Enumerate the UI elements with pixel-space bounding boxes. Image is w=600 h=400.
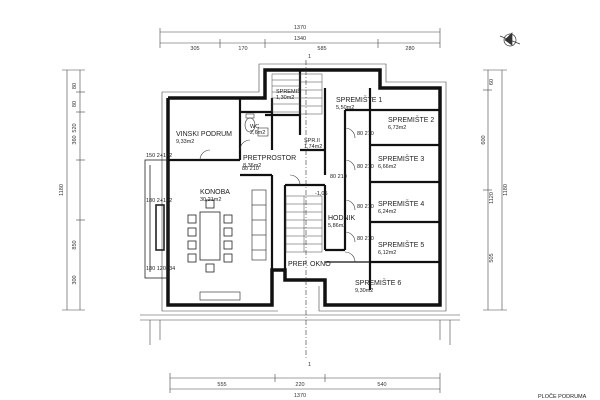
dim-left-seg-1: 80: [72, 83, 78, 89]
staircase: [271, 73, 323, 253]
window-note-2: 180 2+122: [146, 198, 172, 204]
dim-right-overall: 1180: [503, 184, 509, 196]
room-spremiste-3-area: 6,66m2: [378, 164, 396, 170]
room-pretprostor-area: 8,36m2: [243, 163, 261, 169]
dim-top-seg-2: 170: [238, 46, 247, 52]
room-spremiste-1-name: SPREMIŠTE 1: [336, 95, 382, 104]
door-note-1: 80 210: [357, 131, 374, 137]
room-spremis-area: 1,30m2: [276, 95, 294, 101]
dim-right-seg-4: 505: [489, 253, 495, 262]
dim-left-seg-2: 80: [72, 101, 78, 107]
left-dimension-lines: [62, 69, 85, 311]
room-spremiste-5-area: 6,12m2: [378, 250, 396, 256]
kitchen-counter: [199, 189, 267, 301]
outer-walls: [166, 68, 442, 307]
window-note-3: 180 120+34: [146, 266, 175, 272]
level-marker: -1,05: [315, 191, 328, 197]
dim-bottom-seg-3: 540: [377, 382, 386, 388]
room-wc-area: 2,6m2: [250, 130, 265, 136]
room-spremiste-6-name: SPREMIŠTE 6: [355, 278, 401, 287]
toilet-fixture: [244, 113, 269, 137]
dim-top-seg-1: 305: [190, 46, 199, 52]
dim-right-seg-3: 1120: [489, 192, 495, 204]
right-dimension-lines: [483, 69, 507, 311]
room-konoba-name: KONOBA: [200, 189, 230, 196]
room-spremiste-5-name: SPREMIŠTE 5: [378, 240, 424, 249]
room-prep-okno-name: PREP. OKNO: [288, 261, 331, 268]
dim-right-seg-1: 60: [489, 79, 495, 85]
room-spr-ii-name: SPR.II: [304, 138, 320, 144]
dim-top-seg-4: 280: [405, 46, 414, 52]
dim-top-overall: 1370: [294, 25, 306, 31]
interior-walls: [168, 70, 440, 290]
dim-bottom-seg-1: 555: [217, 382, 226, 388]
door-note-4: 80 210: [357, 236, 374, 242]
dim-top-inner: 1340: [294, 36, 306, 42]
room-spremiste-4-name: SPREMIŠTE 4: [378, 199, 424, 208]
door-note-6: 80 210: [330, 174, 347, 180]
room-spremiste-1-area: 5,50m2: [336, 105, 354, 111]
room-vinski-podrum-name: VINSKI PODRUM: [176, 131, 232, 138]
north-arrow-icon: [499, 32, 521, 47]
outer-wall-outline: [140, 63, 460, 345]
window-well: [144, 159, 169, 279]
room-spremiste-2-name: SPREMIŠTE 2: [388, 115, 434, 124]
floor-title: PLOČE PODRUMA: [538, 393, 587, 400]
dim-left-seg-6: 300: [72, 275, 78, 284]
room-vinski-podrum-area: 9,33m2: [176, 139, 194, 145]
dim-right-seg-2: 600: [481, 135, 487, 144]
dim-top-seg-3: 585: [317, 46, 326, 52]
dining-table: [187, 199, 233, 273]
room-pretprostor-name: PRETPROSTOR: [243, 155, 296, 162]
dim-bottom-seg-2: 220: [295, 382, 304, 388]
dim-left-seg-4: 360: [72, 135, 78, 144]
door-note-5: 80 210: [242, 166, 259, 172]
door-note-2: 80 210: [357, 164, 374, 170]
bottom-dimension-lines: [169, 373, 441, 393]
room-spremiste-3-name: SPREMIŠTE 3: [378, 154, 424, 163]
dim-left-seg-3: 520: [72, 123, 78, 132]
room-spremiste-2-area: 6,73m2: [388, 125, 406, 131]
room-wc-name: WC: [250, 124, 259, 130]
section-marker-bottom: 1: [308, 362, 311, 368]
section-marker-top: 1: [308, 54, 311, 60]
door-swings: [199, 127, 356, 263]
door-note-3: 80 210: [357, 204, 374, 210]
dim-bottom-overall: 1370: [294, 393, 306, 399]
window-note-1: 150 2+122: [146, 153, 172, 159]
room-spremiste-6-area: 9,30m2: [355, 288, 373, 294]
room-spremiste-4-area: 6,24m2: [378, 209, 396, 215]
top-dimension-lines: [159, 28, 441, 48]
room-spr-ii-area: 1,74m2: [304, 144, 322, 150]
room-hodnik-name: HODNIK: [328, 215, 356, 222]
dim-left-overall: 1180: [59, 184, 65, 196]
dim-left-seg-5: 850: [72, 240, 78, 249]
room-hodnik-area: 5,86m2: [328, 223, 346, 229]
room-spremis-name: SPREMIŠ: [276, 88, 301, 95]
room-konoba-area: 30,21m2: [200, 197, 221, 203]
